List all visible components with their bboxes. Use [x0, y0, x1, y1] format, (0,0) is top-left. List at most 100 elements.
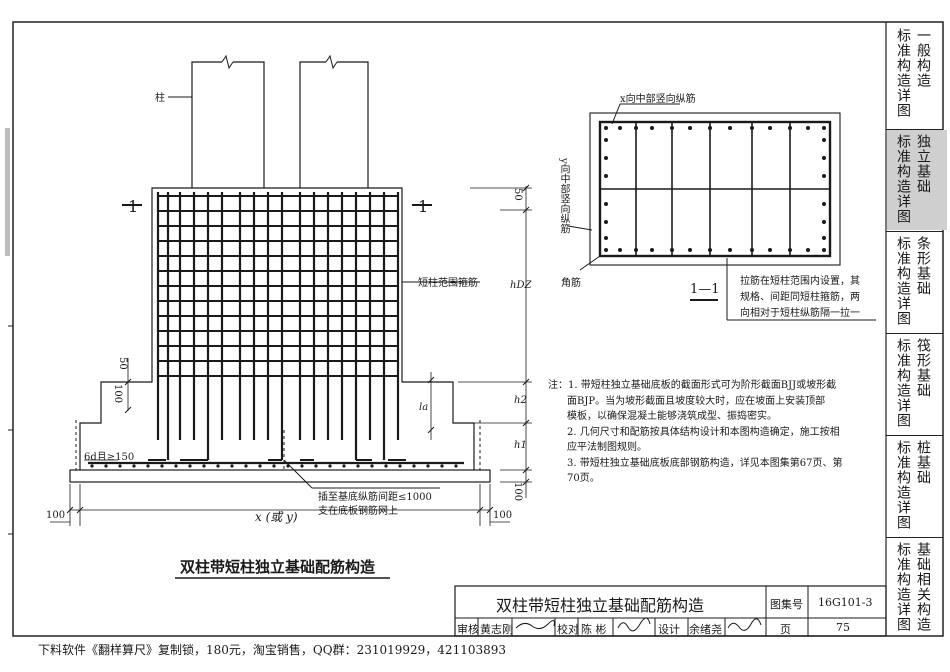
dim-100-bottom: 100 [512, 482, 523, 502]
tie-note-line3: 向相对于短柱纵筋隔一拉一 [740, 308, 860, 319]
mesh-bar-dot [426, 464, 430, 468]
section-bar-dot [604, 202, 608, 206]
note-line: 模板，以确保混凝土能够浇筑成型、振捣密实。 [567, 411, 777, 422]
section-bar-dot [604, 248, 608, 252]
note-line: 2. 几何尺寸和配筋按具体结构设计和本图构造确定，施工按相 [567, 426, 840, 438]
tab-label-col1: 标准构造详图 [895, 134, 911, 224]
tab-raft-foundation[interactable]: 标准构造详图 筏形基础 [887, 334, 947, 434]
tab-separator [886, 435, 943, 436]
dim-100-wall: 100 [112, 384, 123, 404]
mesh-bar-dot [132, 464, 136, 468]
section-bar-dot [822, 138, 826, 142]
section-bar-dot [822, 236, 826, 240]
section-1-1-label: 1—1 [690, 282, 720, 297]
dim-100-left: 100 [46, 510, 66, 521]
title-block-frame [454, 585, 887, 637]
tie-note-line2: 规格、间距同短柱箍筋，两 [740, 292, 860, 303]
mesh-bar-dot [216, 464, 220, 468]
section-bar-dot [618, 126, 622, 130]
section-bar-dot [750, 248, 754, 252]
tab-label-col2: 基础相关构造 [915, 542, 931, 632]
atlas-no-label: 图集号 [770, 598, 803, 611]
tab-isolated-foundation[interactable]: 标准构造详图 独立基础 [887, 130, 947, 230]
mesh-bar-dot [258, 464, 262, 468]
section-bar-dot [604, 236, 608, 240]
dim-50-top: 50 [512, 188, 523, 201]
reviewer-name: 黄志刚 [480, 623, 513, 636]
mesh-bar-dot [328, 464, 332, 468]
section-bar-dot [750, 126, 754, 130]
tab-label-col1: 标准构造详图 [895, 236, 911, 326]
section-bar-dot [768, 248, 772, 252]
review-label: 审核 [457, 623, 479, 636]
section-bar-dot [822, 174, 826, 178]
mesh-bar-dot [412, 464, 416, 468]
note-line: 注：1. 带短柱独立基础底板的截面形式可为阶形截面BJJ或坡形截 [548, 380, 837, 391]
section-bar-dot [634, 126, 638, 130]
anchor-note-line1: 插至基底纵筋间距≤1000 [318, 492, 432, 503]
section-bar-dot [822, 126, 826, 130]
x-mid-bars-label: x向中部竖向纵筋 [620, 94, 696, 105]
tab-label-col1: 标准构造详图 [895, 28, 911, 118]
section-marker-left: 1 [128, 197, 139, 216]
section-bar-dot [670, 248, 674, 252]
page-number: 75 [836, 621, 850, 634]
tab-label-col2: 条形基础 [915, 236, 931, 296]
tab-separator [886, 537, 943, 538]
mesh-bar-dot [398, 464, 402, 468]
tab-strip-foundation[interactable]: 标准构造详图 条形基础 [887, 232, 947, 332]
section-bar-dot [604, 220, 608, 224]
title-block-title: 双柱带短柱独立基础配筋构造 [496, 596, 705, 615]
atlas-no: 16G101-3 [818, 596, 873, 609]
design-label: 设计 [658, 623, 680, 636]
section-bar-dot [708, 248, 712, 252]
anchor-note-line2: 支在底板钢筋网上 [318, 506, 398, 517]
tab-label-col1: 标准构造详图 [895, 440, 911, 530]
mesh-bar-dot [342, 464, 346, 468]
mesh-bar-dot [384, 464, 388, 468]
mesh-bar-dot [300, 464, 304, 468]
mesh-bar-dot [146, 464, 150, 468]
mesh-bar-dot [90, 464, 94, 468]
hook-note: 6d且≥150 [84, 452, 135, 463]
mesh-bar-dot [118, 464, 122, 468]
section-bar-dot [604, 138, 608, 142]
dim-100-right: 100 [493, 510, 513, 521]
mesh-bar-dot [244, 464, 248, 468]
mesh-bar-dot [440, 464, 444, 468]
mesh-bar-dot [272, 464, 276, 468]
checker-name: 陈 彬 [581, 623, 607, 636]
section-bar-dot [688, 248, 692, 252]
section-bar-dot [806, 126, 810, 130]
mesh-bar-dot [230, 464, 234, 468]
tab-pile-foundation[interactable]: 标准构造详图 桩基础 [887, 436, 947, 536]
dim-hdz: hDZ [510, 280, 532, 291]
tab-foundation-related[interactable]: 标准构造详图 基础相关构造 [887, 538, 947, 636]
section-bar-dot [618, 248, 622, 252]
mesh-bar-dot [370, 464, 374, 468]
mesh-bar-dot [174, 464, 178, 468]
mesh-bar-dot [160, 464, 164, 468]
dim-h1: h1 [514, 440, 527, 451]
section-bar-dot [728, 126, 732, 130]
section-bar-dot [822, 156, 826, 160]
section-bar-dot [822, 248, 826, 252]
section-bar-dot [650, 126, 654, 130]
tab-label-col1: 标准构造详图 [895, 542, 911, 632]
mesh-bar-dot [356, 464, 360, 468]
footer-note: 下料软件《翻样算尺》复制锁，180元，淘宝销售，QQ群：231019929，42… [38, 643, 507, 657]
tab-general-construction[interactable]: 标准构造详图 一般构造 [887, 24, 947, 128]
designer-name: 余绪尧 [689, 623, 722, 636]
note-line: 应平法制图规则。 [567, 442, 647, 453]
corner-bar-label: 角筋 [561, 278, 581, 289]
reviewer-signature [515, 620, 555, 630]
short-column-stirrup-label: 短柱范围箍筋 [418, 278, 478, 289]
binding-mark [5, 128, 10, 256]
mesh-bar-dot [314, 464, 318, 468]
section-bar-dot [604, 156, 608, 160]
mesh-bar-dot [454, 464, 458, 468]
section-bar-dot [634, 248, 638, 252]
section-bar-dot [788, 126, 792, 130]
section-bar-dot [788, 248, 792, 252]
